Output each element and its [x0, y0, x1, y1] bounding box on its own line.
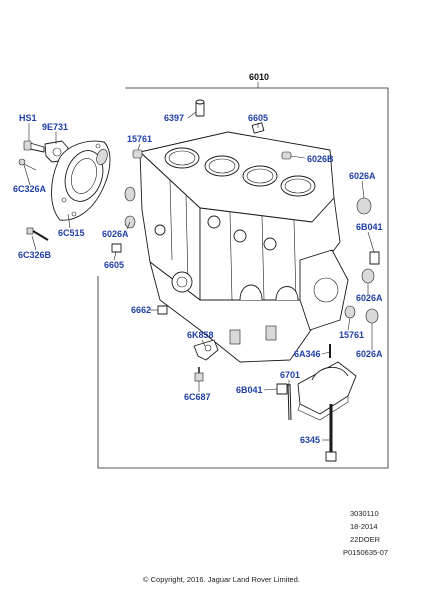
- part-label-6c326a[interactable]: 6C326A: [13, 184, 47, 194]
- engine-block-drawing: [139, 131, 349, 363]
- main-bearing-cap-drawing: [297, 361, 357, 421]
- part-label-15761-right[interactable]: 15761: [339, 330, 364, 340]
- part-label-6026a-right-mid[interactable]: 6026A: [356, 293, 383, 303]
- sleeve-6605-left-drawing: [111, 243, 122, 253]
- assembly-label: 6010: [249, 72, 269, 82]
- tube-6701-drawing: [287, 383, 292, 421]
- plug-6026b-drawing: [281, 151, 292, 160]
- part-label-6c687[interactable]: 6C687: [184, 392, 211, 402]
- screw-6c326a-drawing: [18, 158, 37, 171]
- dowel-6397-drawing: [195, 99, 205, 117]
- part-label-6b041-right[interactable]: 6B041: [356, 222, 383, 232]
- part-label-15761-top[interactable]: 15761: [127, 134, 152, 144]
- sleeve-6662-drawing: [157, 305, 168, 315]
- part-label-6026a-right-low[interactable]: 6026A: [356, 349, 383, 359]
- part-label-6345[interactable]: 6345: [300, 435, 320, 445]
- sleeve-6b041-right-drawing: [369, 251, 380, 265]
- plug-6026a-right-mid-drawing: [361, 268, 375, 284]
- part-label-6397[interactable]: 6397: [164, 113, 184, 123]
- plug-6026a-right-low-drawing: [365, 308, 379, 324]
- bolt-6c326b-drawing: [26, 227, 49, 241]
- part-label-6026b[interactable]: 6026B: [307, 154, 334, 164]
- footer-code-1: 3030110: [350, 509, 379, 518]
- part-label-6026a-right-top[interactable]: 6026A: [349, 171, 376, 181]
- part-label-6026a-left[interactable]: 6026A: [102, 229, 129, 239]
- plug-15761-right-drawing: [344, 305, 356, 319]
- part-label-9e731[interactable]: 9E731: [42, 122, 68, 132]
- part-label-6605-left[interactable]: 6605: [104, 260, 124, 270]
- part-label-6c515[interactable]: 6C515: [58, 228, 85, 238]
- footer-code-3: 22DOER: [350, 535, 381, 544]
- plug-6026a-left-drawing: [124, 186, 136, 229]
- part-label-hs1[interactable]: HS1: [19, 113, 37, 123]
- plug-6026a-right-top-drawing: [356, 197, 372, 215]
- part-label-6701[interactable]: 6701: [280, 370, 300, 380]
- part-label-6605-top[interactable]: 6605: [248, 113, 268, 123]
- assembly-frame: [97, 87, 389, 469]
- part-label-6a346[interactable]: 6A346: [294, 349, 321, 359]
- footer-code-2: 18-2014: [350, 522, 378, 531]
- oil-jet-6k858-drawing: [193, 339, 219, 361]
- part-label-6662[interactable]: 6662: [131, 305, 151, 315]
- part-label-6b041-low[interactable]: 6B041: [236, 385, 263, 395]
- part-label-6k858[interactable]: 6K858: [187, 330, 214, 340]
- rear-seal-retainer-6c515-drawing: [51, 140, 111, 221]
- bolt-6345-drawing: [325, 404, 337, 462]
- hs1-bolt-drawing: [23, 140, 45, 153]
- footer-code-4: P0150635-07: [343, 548, 388, 557]
- leader-lines: [23, 111, 375, 441]
- part-label-6c326b[interactable]: 6C326B: [18, 250, 52, 260]
- bolt-6c687-drawing: [194, 367, 204, 382]
- copyright-text: © Copyright, 2016. Jaguar Land Rover Lim…: [143, 575, 300, 584]
- plug-15761-top-drawing: [132, 149, 143, 159]
- sleeve-6b041-low-drawing: [276, 383, 288, 395]
